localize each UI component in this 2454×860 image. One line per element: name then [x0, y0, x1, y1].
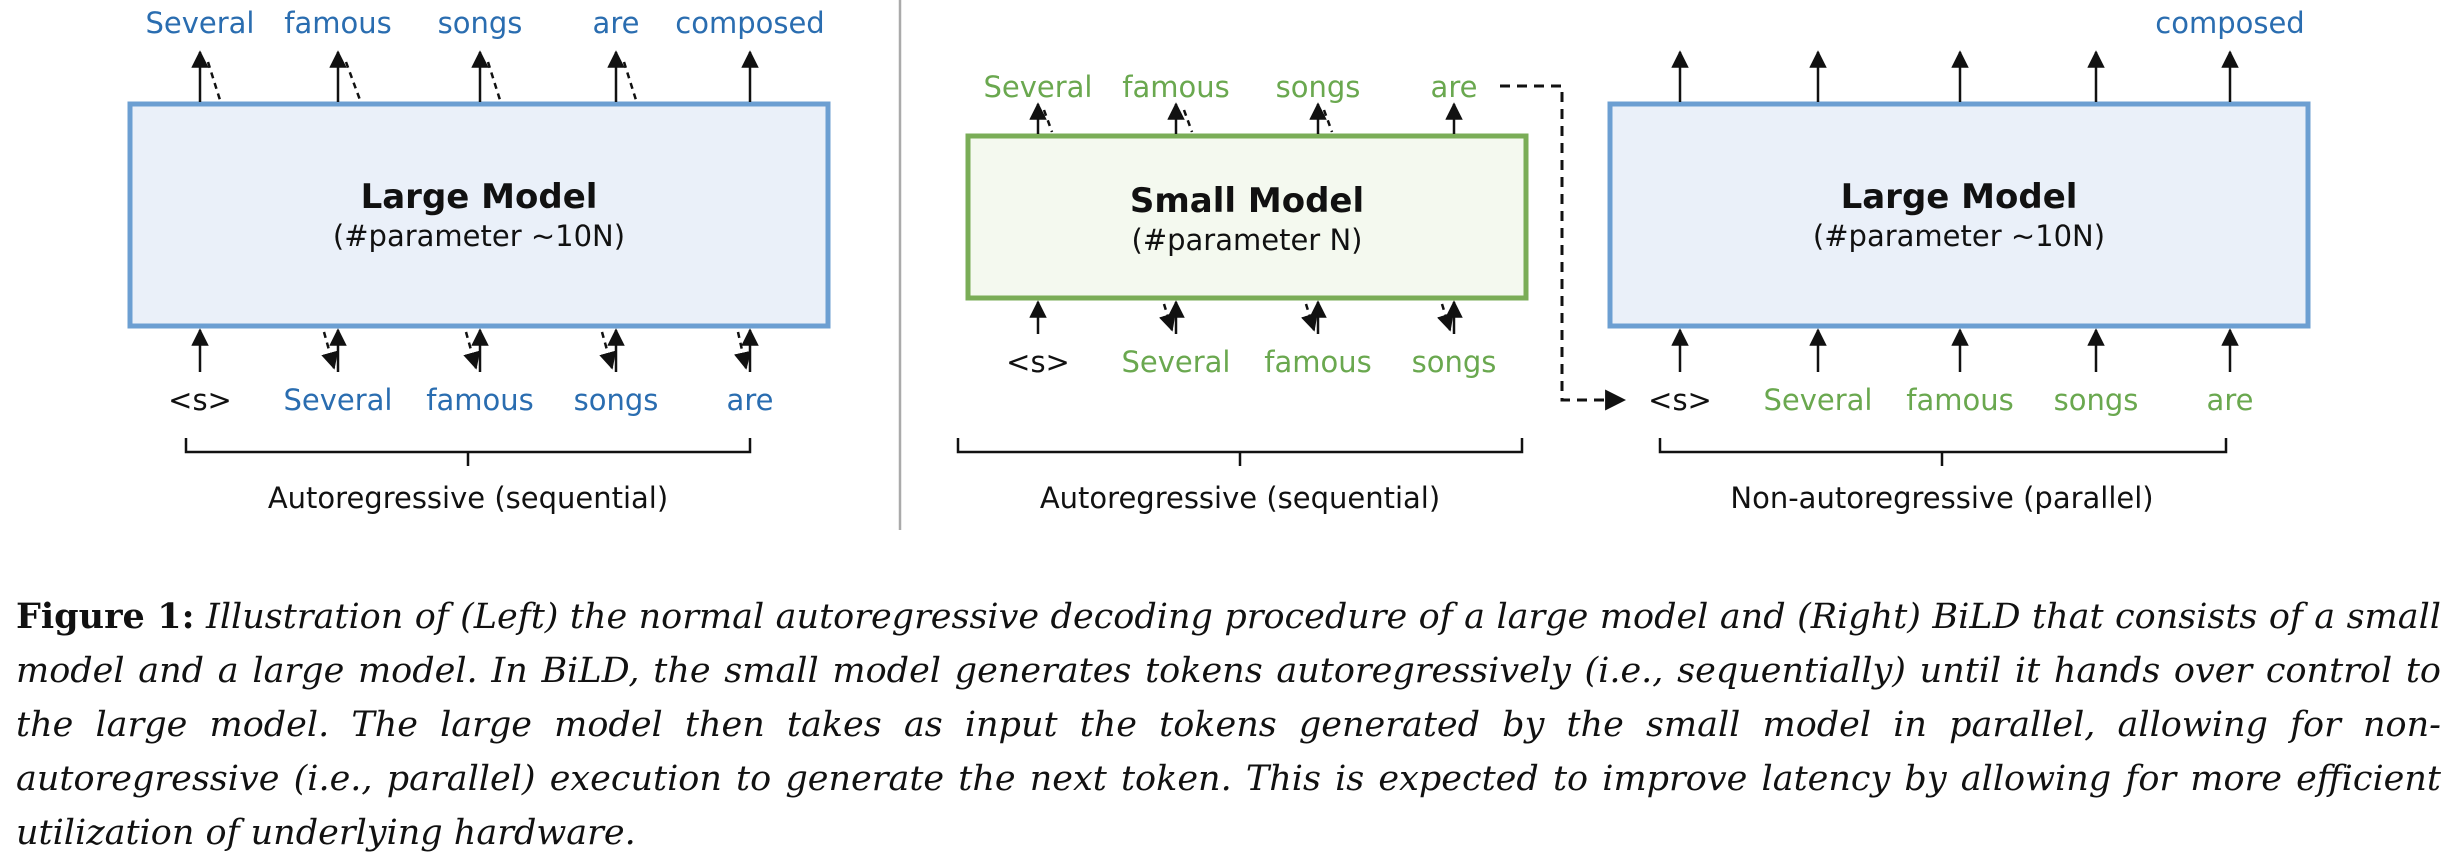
bild-diagram: Large Model (#parameter ~10N) Several fa…: [127, 0, 2311, 530]
right-box-title: Large Model: [1841, 177, 2078, 217]
right-output-token: composed: [2155, 6, 2304, 40]
left-brace-label: Autoregressive (sequential): [268, 481, 668, 515]
right-brace-label: Non-autoregressive (parallel): [1730, 481, 2153, 515]
left-box-subtitle: (#parameter ~10N): [333, 219, 625, 253]
left-input-arrows: [191, 328, 759, 372]
small-input-token: songs: [1412, 345, 1497, 379]
left-box-title: Large Model: [361, 177, 598, 217]
small-panel: Small Model (#parameter N) Several famou…: [956, 70, 1529, 515]
right-box-subtitle: (#parameter ~10N): [1813, 219, 2105, 253]
small-input-arrows: [1029, 300, 1463, 334]
left-output-token: Several: [145, 6, 254, 40]
left-input-token: are: [727, 383, 774, 417]
left-output-token: composed: [675, 6, 824, 40]
right-large-model-box: [1607, 101, 2311, 329]
left-brace: [184, 438, 752, 466]
caption-text: Illustration of (Left) the normal autore…: [16, 597, 2441, 853]
right-panel: Large Model (#parameter ~10N) composed <…: [1607, 6, 2311, 515]
caption-label: Figure 1:: [16, 596, 195, 637]
small-input-token: Several: [1121, 345, 1230, 379]
small-box-title: Small Model: [1130, 181, 1364, 221]
right-brace: [1658, 438, 2228, 466]
small-output-token: songs: [1276, 70, 1361, 104]
left-input-token: <s>: [168, 383, 232, 417]
small-output-token: are: [1431, 70, 1478, 104]
small-brace: [956, 438, 1524, 466]
left-input-token: Several: [283, 383, 392, 417]
small-brace-label: Autoregressive (sequential): [1040, 481, 1440, 515]
left-panel: Large Model (#parameter ~10N) Several fa…: [127, 6, 831, 515]
small-output-token: Several: [983, 70, 1092, 104]
small-box-subtitle: (#parameter N): [1132, 223, 1363, 257]
left-output-token: are: [593, 6, 640, 40]
figure-caption: Figure 1: Illustration of (Left) the nor…: [16, 590, 2441, 860]
small-output-arrows: [1029, 102, 1463, 134]
left-output-arrows: [191, 50, 759, 102]
left-input-token: songs: [574, 383, 659, 417]
left-large-model-box: [127, 101, 831, 329]
right-input-token: <s>: [1648, 383, 1712, 417]
small-output-token: famous: [1122, 70, 1229, 104]
small-input-token: famous: [1264, 345, 1371, 379]
right-input-token: famous: [1906, 383, 2013, 417]
small-input-token: <s>: [1006, 345, 1070, 379]
left-input-token: famous: [426, 383, 533, 417]
right-input-token: are: [2207, 383, 2254, 417]
left-output-token: songs: [438, 6, 523, 40]
small-model-box: [965, 133, 1529, 301]
right-input-arrows: [1671, 328, 2239, 372]
right-input-token: Several: [1763, 383, 1872, 417]
right-input-token: songs: [2054, 383, 2139, 417]
right-output-arrows: [1671, 50, 2239, 102]
left-output-token: famous: [284, 6, 391, 40]
